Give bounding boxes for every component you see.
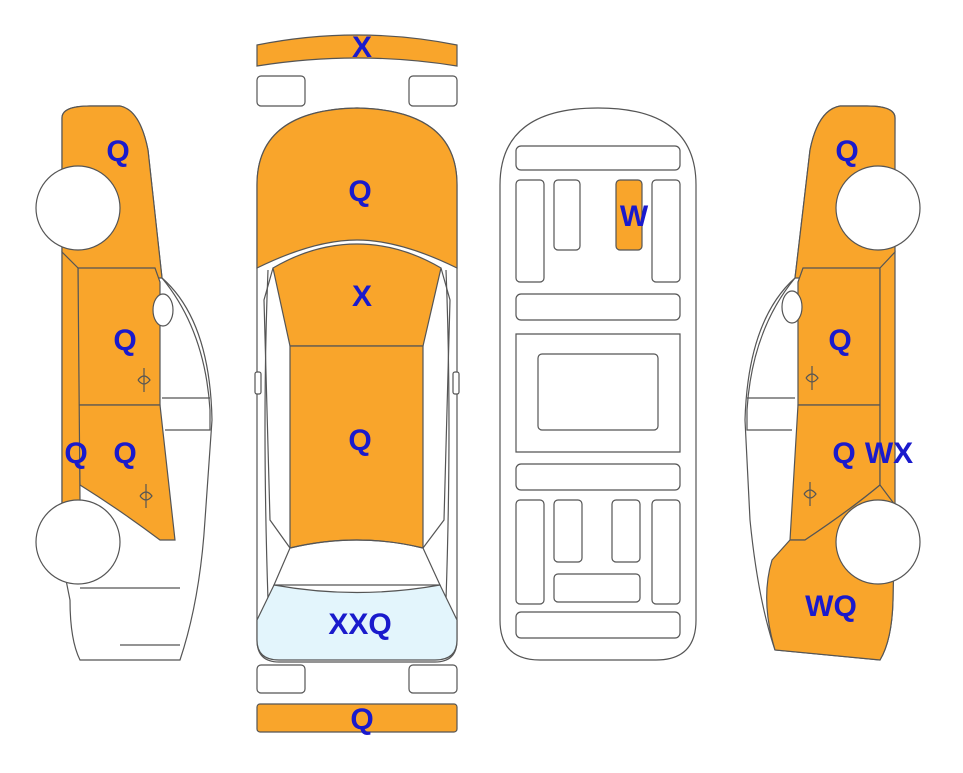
underbody-center-frame: [515, 333, 681, 453]
front-bumper-code: X: [352, 31, 372, 64]
left-front-door-code: Q: [113, 324, 136, 357]
left-mirror-top: [254, 371, 262, 395]
windshield-panel[interactable]: [272, 243, 442, 347]
underbody-rear-left-block: [553, 499, 583, 563]
underbody-mid-crossmember: [515, 293, 681, 321]
underbody-rear-crossmember: [515, 463, 681, 491]
right-mirror-top: [452, 371, 460, 395]
right-rear-quarter-code: WQ: [805, 590, 857, 623]
right-greenhouse: [746, 277, 796, 431]
right-front-fender-code: Q: [835, 135, 858, 168]
left-front-door-handle: [137, 368, 151, 392]
underbody-part-panel[interactable]: [615, 179, 643, 251]
right-rear-door-handle: [803, 482, 817, 506]
underbody-outline: [499, 107, 697, 661]
right-front-door-code: Q: [828, 324, 851, 357]
right-headlight: [408, 75, 458, 107]
left-mirror: [152, 293, 174, 327]
right-mirror: [781, 290, 803, 324]
right-rear-door-code: Q: [832, 437, 855, 470]
left-taillight: [256, 664, 306, 694]
top-left-side-line: [264, 269, 269, 601]
left-rear-body-line: [80, 587, 180, 646]
right-front-door-handle: [805, 366, 819, 390]
hood-panel[interactable]: [256, 107, 458, 269]
underbody-center-panel: [537, 353, 659, 431]
underbody-front-left-rail: [515, 179, 545, 283]
right-side-glass: [422, 267, 451, 549]
left-side-glass: [263, 267, 291, 549]
rear-window-code: XXQ: [328, 608, 391, 641]
rear-bumper-panel[interactable]: [256, 703, 458, 733]
right-rocker-code: WX: [865, 437, 913, 470]
underbody-rear-right-rail: [651, 499, 681, 605]
left-rocker-code: Q: [64, 437, 87, 470]
left-greenhouse: [161, 277, 211, 431]
top-view: X Q X Q XXQ Q: [254, 31, 460, 736]
underbody-rear-left-rail: [515, 499, 545, 605]
left-headlight: [256, 75, 306, 107]
underbody-front-left-block: [553, 179, 581, 251]
underbody-rear-tank: [553, 573, 641, 603]
left-rear-door-code: Q: [113, 437, 136, 470]
windshield-code: X: [352, 280, 372, 313]
underbody-front-right-rail: [651, 179, 681, 283]
underbody-view: W: [499, 107, 697, 661]
top-right-side-line: [445, 269, 450, 601]
rear-bumper-code: Q: [350, 703, 373, 736]
right-front-wheel: [835, 165, 921, 251]
underbody-rear-right-block: [611, 499, 641, 563]
right-side-view: Q Q Q WX WQ: [744, 105, 921, 661]
rear-window-panel[interactable]: [256, 584, 458, 661]
underbody-rear-bumper-beam: [515, 611, 681, 639]
left-front-fender-code: Q: [106, 135, 129, 168]
left-rear-door-panel[interactable]: [77, 404, 176, 541]
underbody-part-code: W: [620, 200, 649, 233]
left-rear-wheel: [35, 499, 121, 585]
right-rear-wheel: [835, 499, 921, 585]
roof-code: Q: [348, 424, 371, 457]
hood-code: Q: [348, 175, 371, 208]
left-side-view: Q Q Q Q: [35, 105, 213, 661]
trunk-area: [273, 539, 441, 586]
left-rear-door-handle: [139, 484, 153, 508]
right-taillight: [408, 664, 458, 694]
front-bumper-panel[interactable]: [256, 34, 458, 67]
left-front-wheel: [35, 165, 121, 251]
underbody-front-crossmember: [515, 145, 681, 171]
